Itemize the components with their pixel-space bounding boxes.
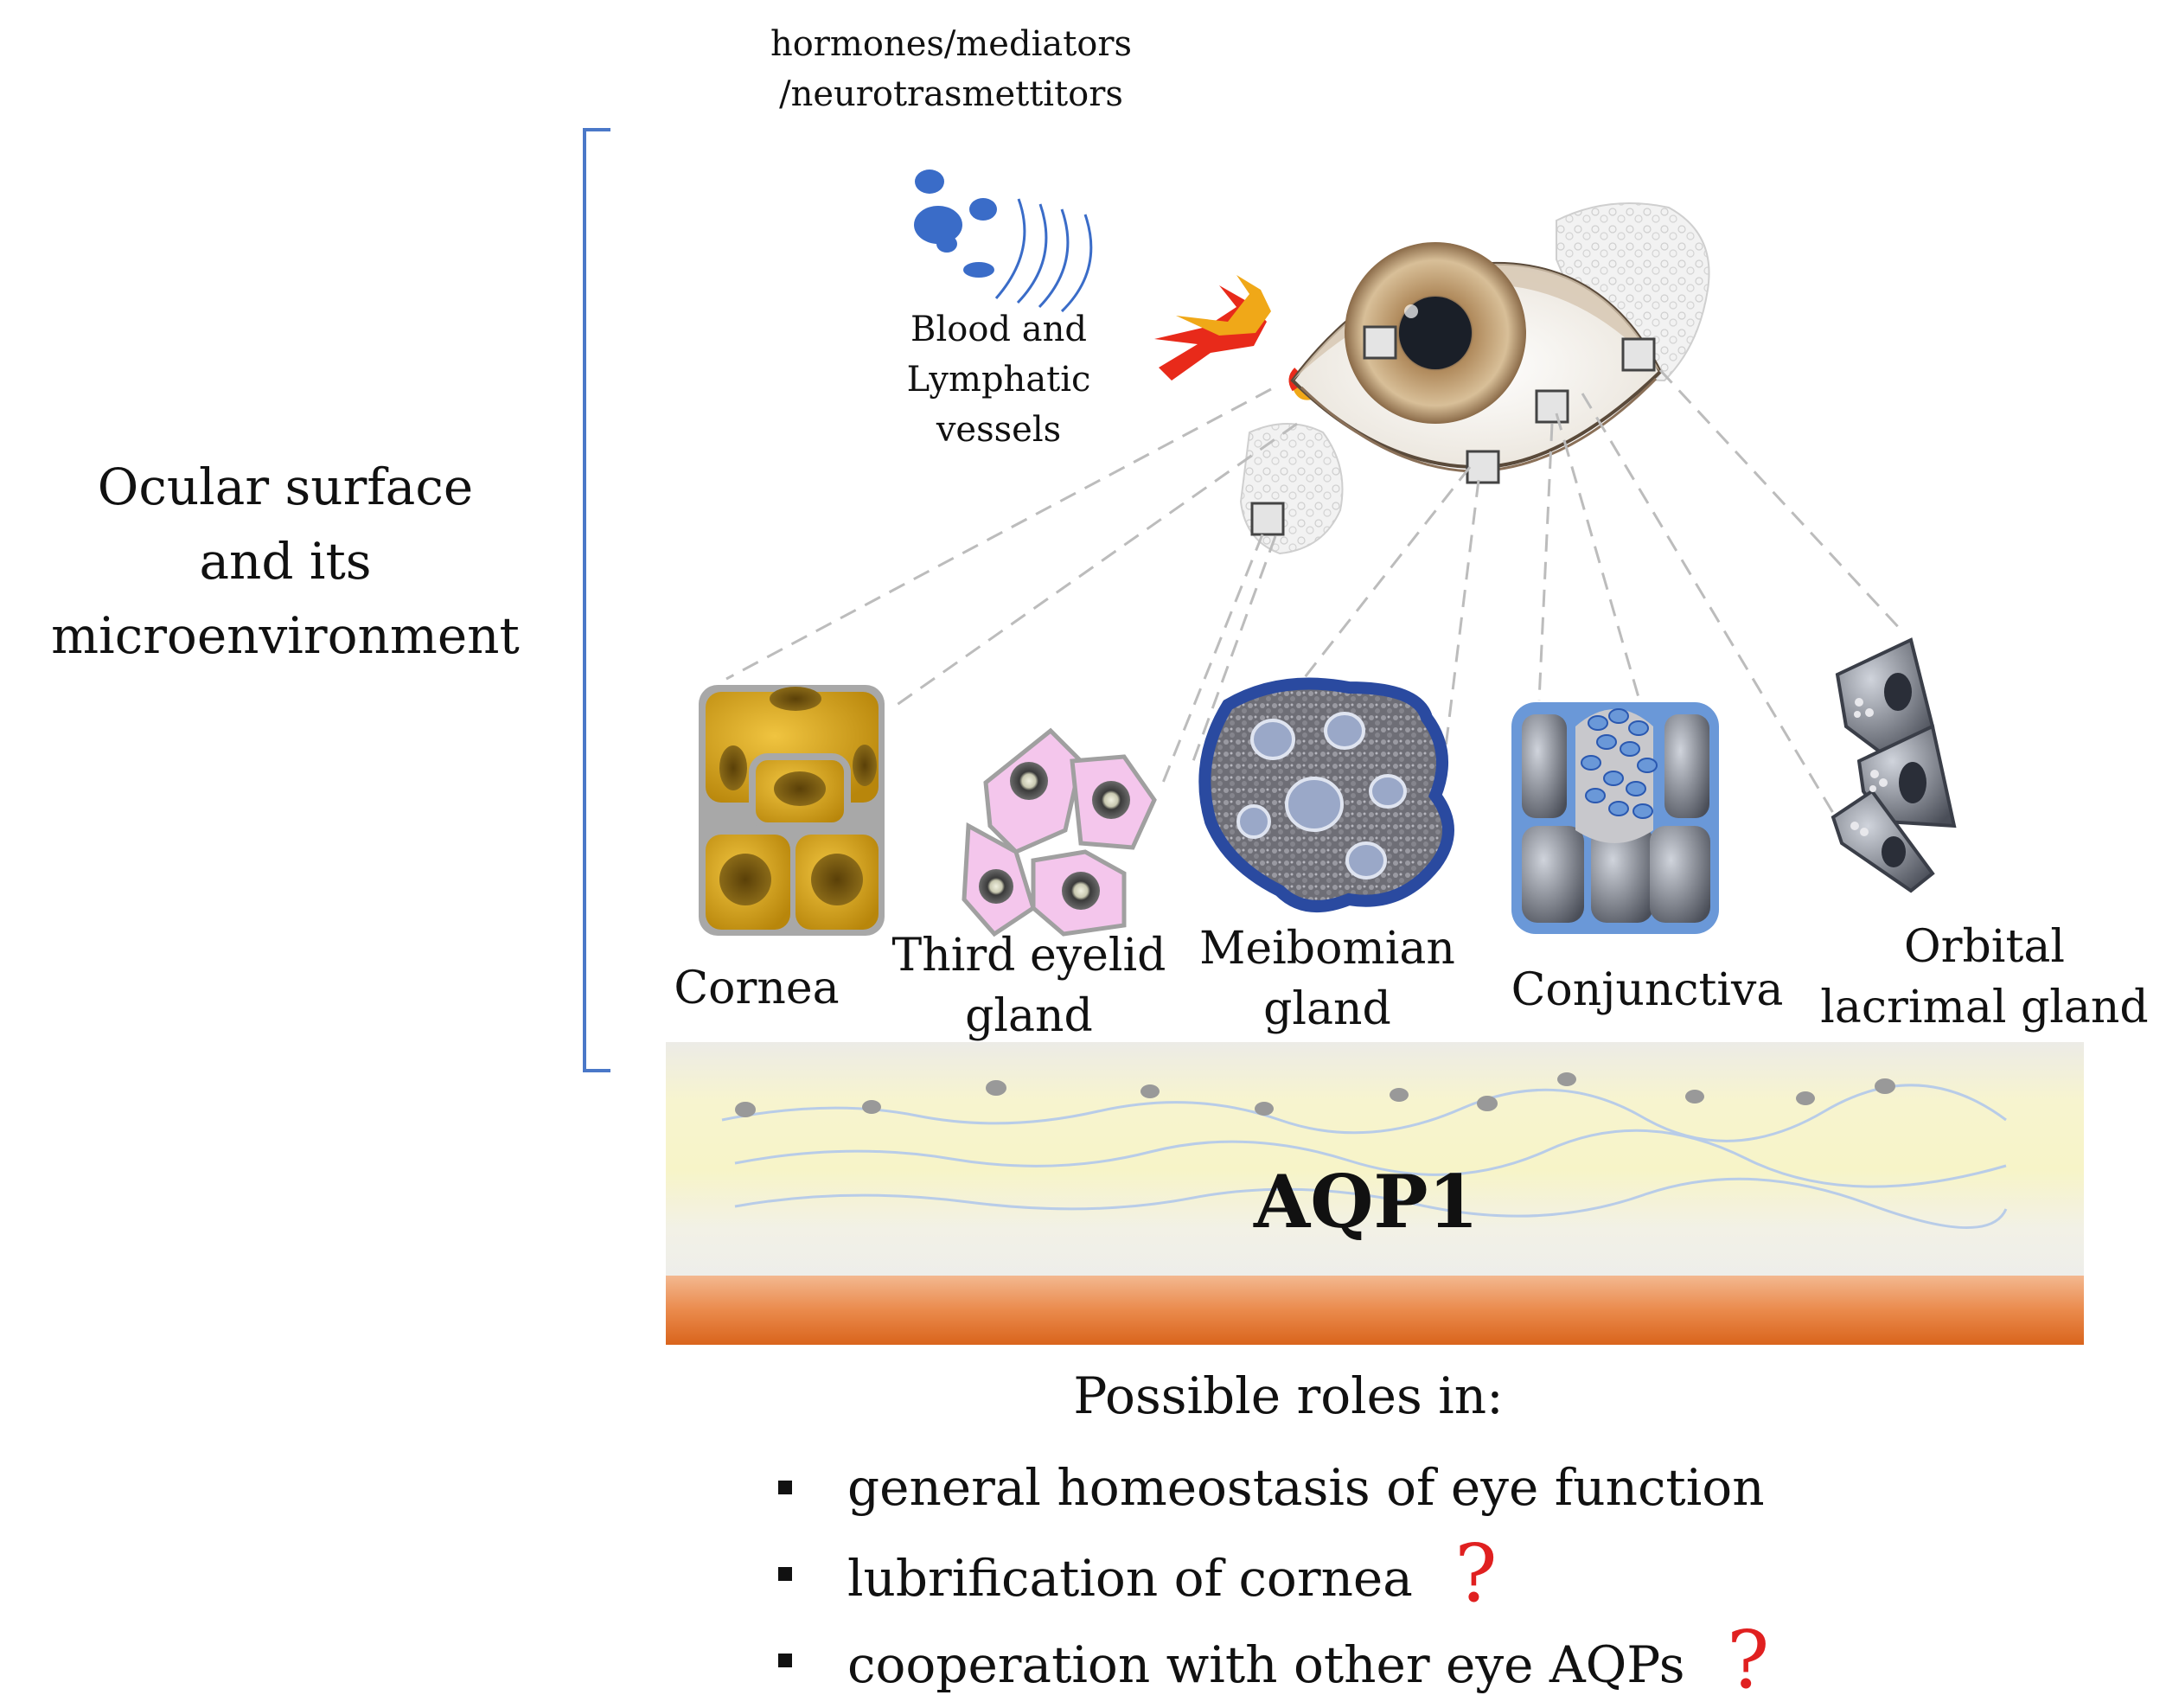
connector-lines bbox=[725, 368, 1904, 814]
roles-title: Possible roles in: bbox=[1073, 1366, 1504, 1425]
hormone-dots-icon bbox=[914, 170, 1093, 313]
conjunctiva-label-line-1: Conjunctiva bbox=[1511, 964, 1784, 1016]
ocular-surface-label: Ocular surface and its microenvironment bbox=[17, 450, 553, 673]
conjunctiva-cells-icon bbox=[1511, 702, 1719, 934]
role-item: lubrification of cornea ? bbox=[761, 1531, 1971, 1617]
meibomian-gland-label-line-2: gland bbox=[1263, 983, 1391, 1035]
meibomian-gland-icon bbox=[1198, 677, 1454, 912]
meibomian-gland-label-line-1: Meibomian bbox=[1199, 923, 1455, 975]
aqp1-label: AQP1 bbox=[1254, 1159, 1479, 1244]
role-item: cooperation with other eye AQPs ? bbox=[761, 1617, 1971, 1704]
vessels-label-line-1: Blood and bbox=[910, 310, 1087, 349]
third-eyelid-gland-cells-icon bbox=[962, 727, 1157, 937]
role-item-text: general homeostasis of eye function bbox=[847, 1458, 1765, 1517]
vessels-label: Blood and Lymphatic vessels bbox=[873, 304, 1124, 455]
meibomian-gland-label: Meibomian gland bbox=[1185, 918, 1470, 1040]
cornea-cells-icon bbox=[699, 685, 885, 936]
orbital-lacrimal-gland-cells-icon bbox=[1831, 637, 1957, 893]
bullet-icon bbox=[778, 1567, 792, 1581]
third-eyelid-gland-label-line-2: gland bbox=[965, 990, 1093, 1042]
hormones-label-line-2: /neurotrasmettitors bbox=[779, 74, 1123, 114]
question-mark-icon: ? bbox=[1454, 1527, 1498, 1620]
cornea-label-line-1: Cornea bbox=[674, 963, 840, 1014]
aqp1-band bbox=[666, 1042, 2084, 1345]
hormones-label-line-1: hormones/mediators bbox=[770, 24, 1133, 64]
role-item: general homeostasis of eye function bbox=[761, 1444, 1971, 1531]
third-eyelid-gland-label-line-1: Third eyelid bbox=[891, 930, 1166, 982]
eye-illustration bbox=[1239, 202, 1710, 555]
roles-list: general homeostasis of eye function lubr… bbox=[761, 1444, 1971, 1704]
role-item-text: cooperation with other eye AQPs bbox=[847, 1635, 1685, 1694]
orbital-lacrimal-gland-label-line-1: Orbital bbox=[1904, 921, 2065, 973]
orbital-lacrimal-gland-label: Orbital lacrimal gland bbox=[1803, 917, 2166, 1038]
left-bracket bbox=[583, 128, 610, 1072]
question-mark-icon: ? bbox=[1726, 1614, 1770, 1706]
ocular-surface-label-line-1: Ocular surface bbox=[97, 457, 474, 516]
bullet-icon bbox=[778, 1481, 792, 1494]
orbital-lacrimal-gland-label-line-2: lacrimal gland bbox=[1820, 982, 2149, 1033]
cornea-label: Cornea bbox=[640, 958, 873, 1019]
vessels-label-line-3: vessels bbox=[936, 410, 1062, 450]
ocular-surface-label-line-2: and its bbox=[199, 532, 372, 591]
role-item-text: lubrification of cornea bbox=[847, 1549, 1413, 1608]
third-eyelid-gland-label: Third eyelid gland bbox=[873, 925, 1185, 1046]
ocular-surface-label-line-3: microenvironment bbox=[51, 606, 520, 665]
conjunctiva-label: Conjunctiva bbox=[1483, 960, 1811, 1020]
vessels-label-line-2: Lymphatic bbox=[906, 360, 1091, 400]
hormones-label: hormones/mediators /neurotrasmettitors bbox=[657, 19, 1245, 119]
bullet-icon bbox=[778, 1654, 792, 1667]
